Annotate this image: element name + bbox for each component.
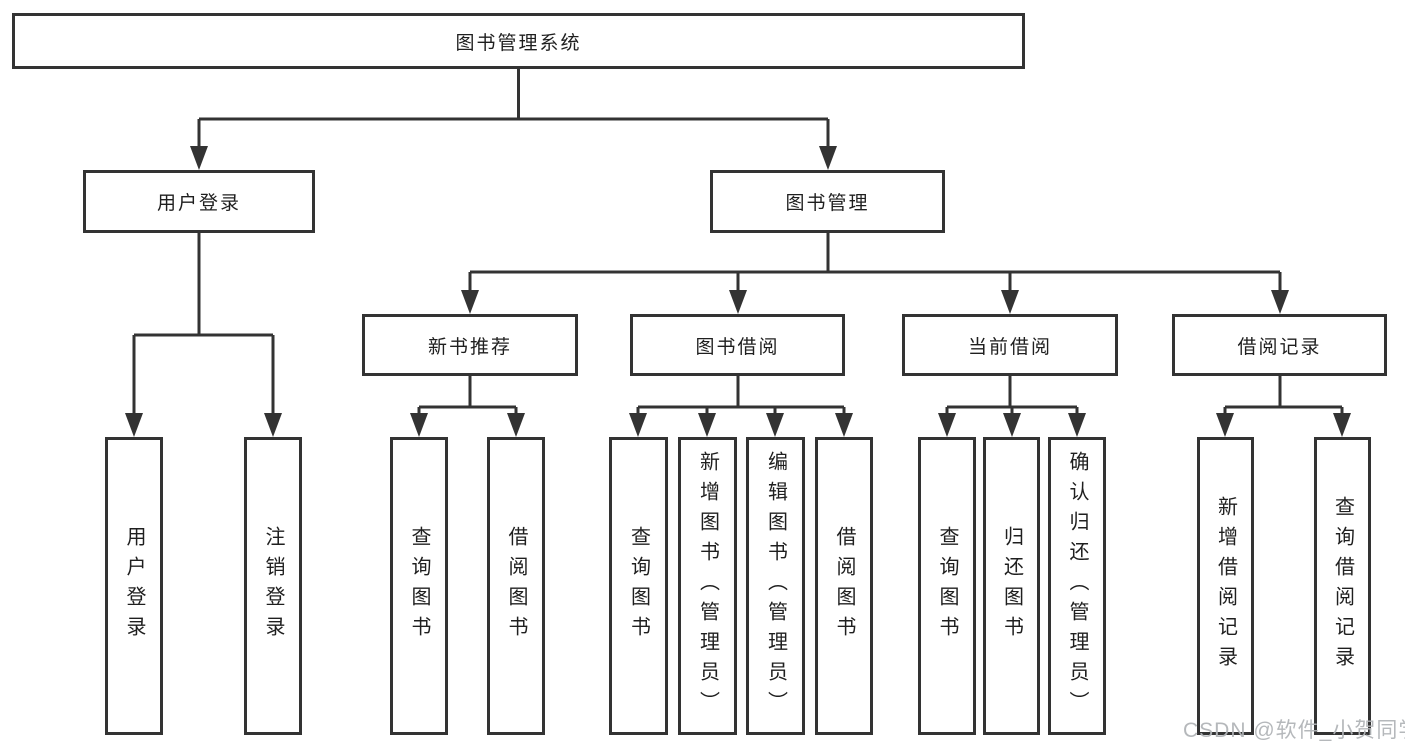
node-label: 图书管理 [785,193,870,214]
node-label: 新增图书（管理员） [696,451,719,721]
node-label: 新增借阅记录 [1214,496,1237,676]
node-label: 当前借阅 [967,336,1052,358]
leaf-borrow-books: 借阅图书 [815,437,873,735]
node-label: 借阅图书 [833,526,855,646]
node-label: 查询图书 [408,526,430,646]
node-label: 图书管理系统 [455,32,582,54]
node-label: 借阅记录 [1237,336,1322,358]
node-label: 查询图书 [936,526,958,646]
edge-new-book-rec-children [410,376,525,437]
node-label: 查询图书 [627,526,650,646]
node-label: 确认归还（管理员） [1066,451,1088,721]
leaf-query-borrow-record: 查询借阅记录 [1314,437,1371,735]
leaf-logout: 注销登录 [244,437,302,735]
leaf-return-books: 归还图书 [983,437,1040,735]
node-label: 用户登录 [123,526,145,646]
leaf-edit-books-admin: 编辑图书（管理员） [746,437,805,735]
node-label: 用户登录 [156,193,241,214]
edge-book-borrow-children [629,376,853,437]
leaf-query-books-current: 查询图书 [918,437,976,735]
node-label: 编辑图书（管理员） [764,451,787,721]
edge-root-to-level2 [190,68,837,170]
leaf-query-books-borrowing: 查询图书 [609,437,668,735]
node-borrow-records: 借阅记录 [1172,314,1387,376]
node-label: 查询借阅记录 [1331,496,1354,676]
leaf-user-login: 用户登录 [105,437,163,735]
leaf-add-borrow-record: 新增借阅记录 [1197,437,1254,735]
node-label: 图书借阅 [695,336,780,358]
node-label: 归还图书 [1000,526,1023,646]
node-book-management: 图书管理 [710,170,945,233]
node-label: 借阅图书 [505,526,527,646]
watermark: CSDN @软件_小贺同学 [1183,719,1405,742]
node-current-borrowing: 当前借阅 [902,314,1118,376]
edge-current-borrow-children [938,376,1086,437]
node-label: 新书推荐 [427,336,512,358]
node-label: 注销登录 [262,526,284,646]
node-new-book-recommend: 新书推荐 [362,314,578,376]
edge-user-login-children [125,232,282,437]
leaf-borrow-books-recommend: 借阅图书 [487,437,545,735]
node-user-login: 用户登录 [83,170,315,233]
node-book-borrowing: 图书借阅 [630,314,845,376]
edge-borrow-records-children [1216,376,1351,437]
leaf-confirm-return-admin: 确认归还（管理员） [1048,437,1106,735]
node-library-system-root: 图书管理系统 [12,13,1025,69]
edge-book-mgmt-children [461,233,1289,314]
leaf-add-books-admin: 新增图书（管理员） [678,437,737,735]
leaf-query-books-recommend: 查询图书 [390,437,448,735]
